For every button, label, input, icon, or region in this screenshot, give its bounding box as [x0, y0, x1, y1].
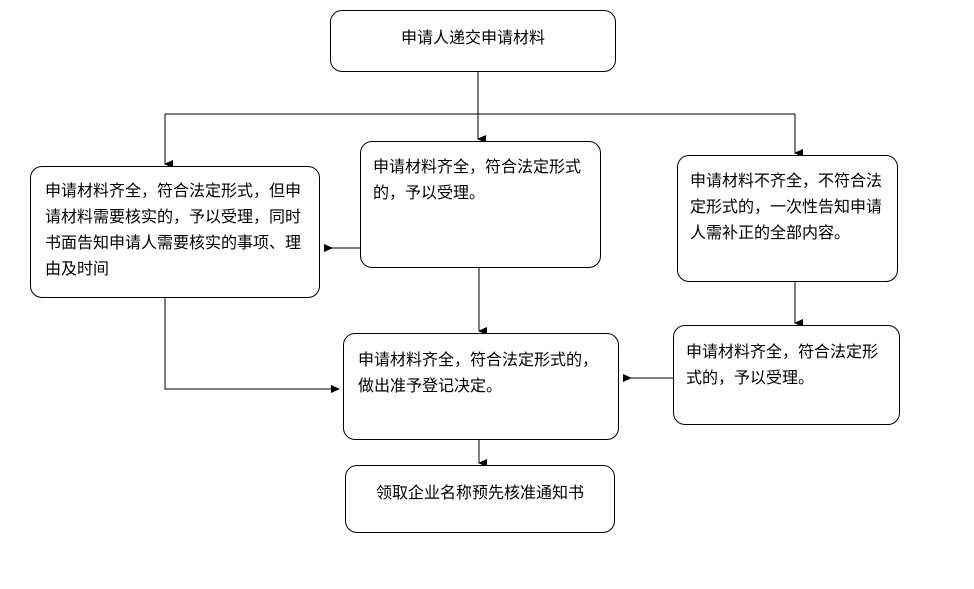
node-registration-decision-label: 申请材料齐全，符合法定形式的，做出准予登记决定。 — [358, 350, 599, 395]
node-registration-decision[interactable]: 申请材料齐全，符合法定形式的，做出准予登记决定。 — [343, 333, 619, 440]
node-accept-after-correction[interactable]: 申请材料齐全，符合法定形式的，予以受理。 — [673, 325, 900, 425]
node-incomplete-materials-notice-label: 申请材料不齐全，不符合法定形式的，一次性告知申请人需补正的全部内容。 — [690, 171, 883, 242]
node-accept-complete-materials-label: 申请材料齐全，符合法定形式的，予以受理。 — [373, 157, 582, 202]
node-accept-with-verification-label: 申请材料齐全，符合法定形式，但申请材料需要核实的，予以受理，同时书面告知申请人需… — [45, 181, 302, 278]
node-submit-application[interactable]: 申请人递交申请材料 — [330, 10, 616, 72]
edge-verify-to-approve — [164, 298, 340, 393]
node-receive-approval-notice[interactable]: 领取企业名称预先核准通知书 — [345, 465, 615, 533]
node-accept-after-correction-label: 申请材料齐全，符合法定形式的，予以受理。 — [686, 342, 879, 387]
node-incomplete-materials-notice[interactable]: 申请材料不齐全，不符合法定形式的，一次性告知申请人需补正的全部内容。 — [677, 155, 898, 282]
node-submit-application-label: 申请人递交申请材料 — [400, 28, 545, 47]
node-receive-approval-notice-label: 领取企业名称预先核准通知书 — [375, 483, 584, 502]
node-accept-complete-materials[interactable]: 申请材料齐全，符合法定形式的，予以受理。 — [360, 141, 601, 268]
node-accept-with-verification[interactable]: 申请材料齐全，符合法定形式，但申请材料需要核实的，予以受理，同时书面告知申请人需… — [30, 166, 320, 298]
